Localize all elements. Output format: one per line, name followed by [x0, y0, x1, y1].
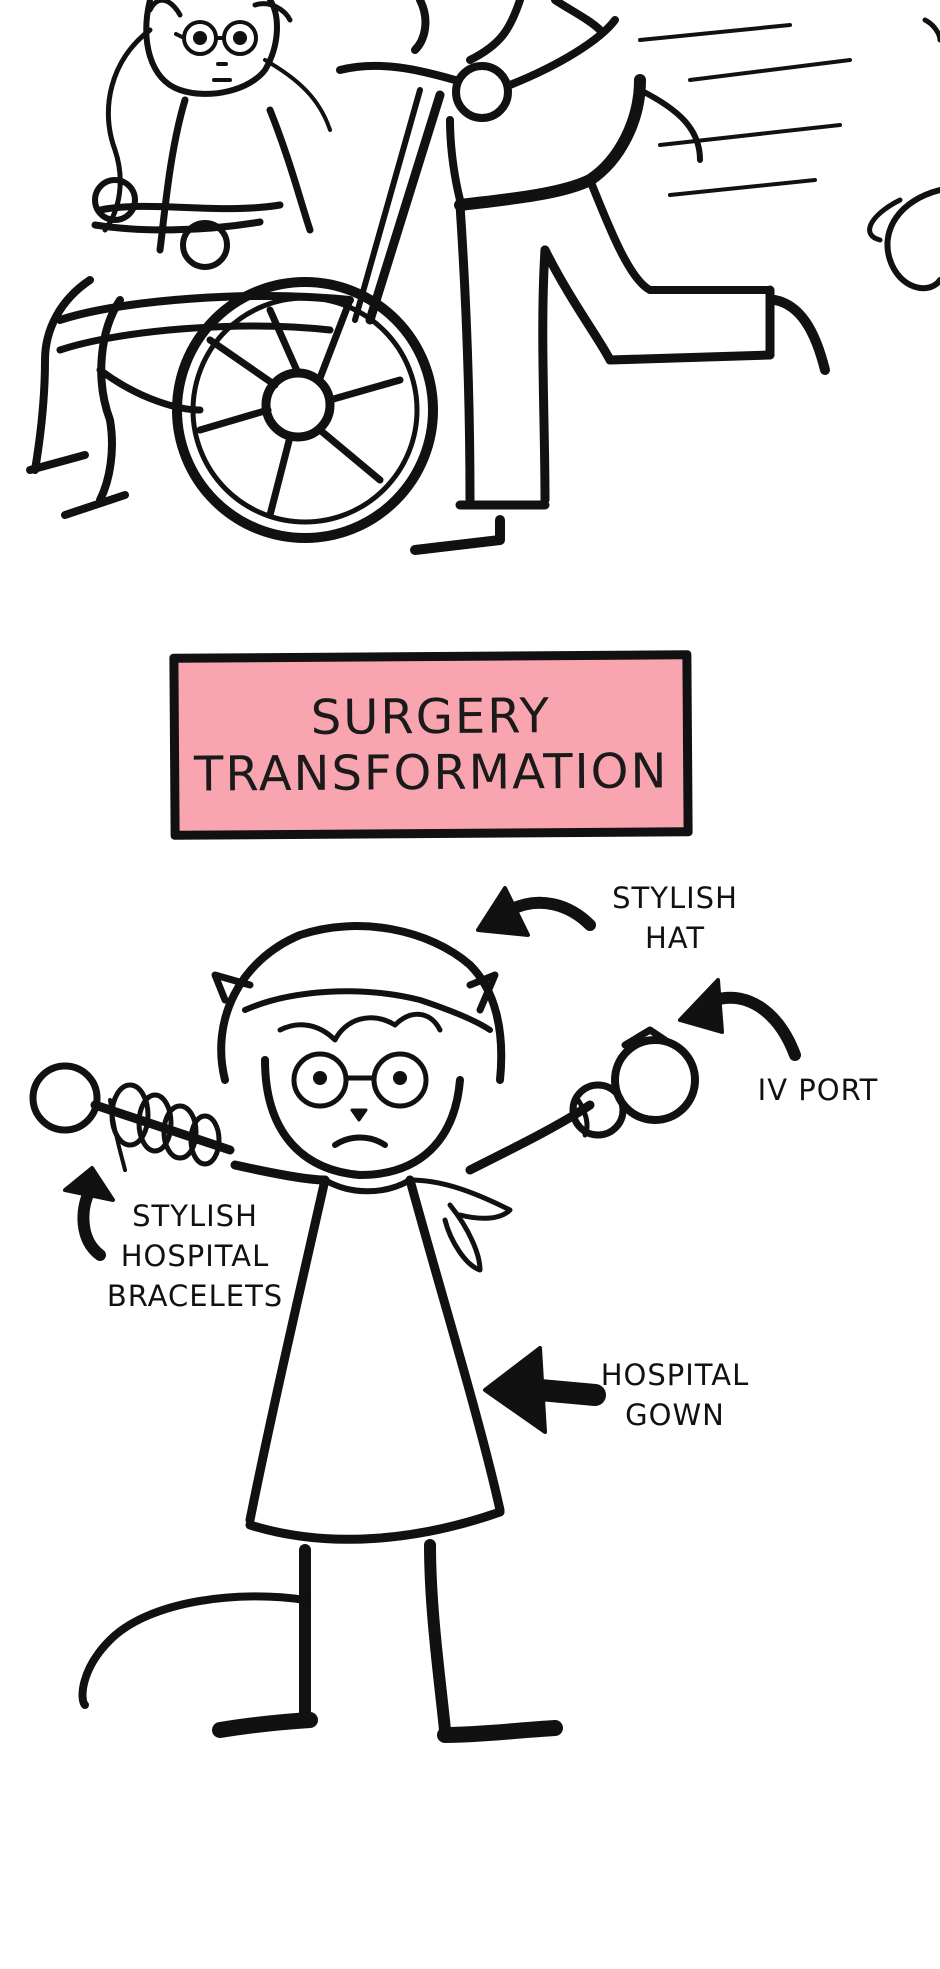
title-line-1: SURGERY: [310, 688, 552, 746]
label-hat-line-1: STYLISH: [612, 881, 738, 915]
bracelets: [29, 1062, 235, 1172]
label-hat-line-2: HAT: [644, 921, 706, 955]
label-bracelets-line-2: HOSPITAL: [120, 1239, 270, 1273]
label-bracelets-line-1: STYLISH: [132, 1199, 258, 1233]
pushing-character: [336, 0, 830, 555]
label-stylish-hat: STYLISH HAT: [600, 878, 750, 958]
wheelchair-scene: [26, 0, 940, 555]
label-bracelets-line-3: BRACELETS: [106, 1279, 284, 1313]
hospital-gown: [245, 1175, 513, 1544]
label-hospital-bracelets: STYLISH HOSPITAL BRACELETS: [100, 1196, 290, 1316]
hospital-cap: [211, 922, 506, 1084]
speed-lines: [638, 23, 852, 197]
label-gown-line-2: GOWN: [625, 1398, 725, 1432]
label-iv-port: IV PORT: [748, 1070, 888, 1110]
label-gown-line-1: HOSPITAL: [600, 1358, 750, 1392]
title-line-2: TRANSFORMATION: [193, 743, 669, 803]
face: [261, 1011, 464, 1179]
label-iv-line-1: IV PORT: [757, 1073, 879, 1107]
seated-character: [26, 0, 354, 519]
title-banner: SURGERY TRANSFORMATION: [169, 650, 693, 840]
label-hospital-gown: HOSPITAL GOWN: [590, 1355, 760, 1435]
iv-port: [569, 1026, 699, 1139]
standing-character: [29, 922, 699, 1743]
wheelchair: [96, 87, 445, 543]
arrows: [63, 886, 801, 1434]
